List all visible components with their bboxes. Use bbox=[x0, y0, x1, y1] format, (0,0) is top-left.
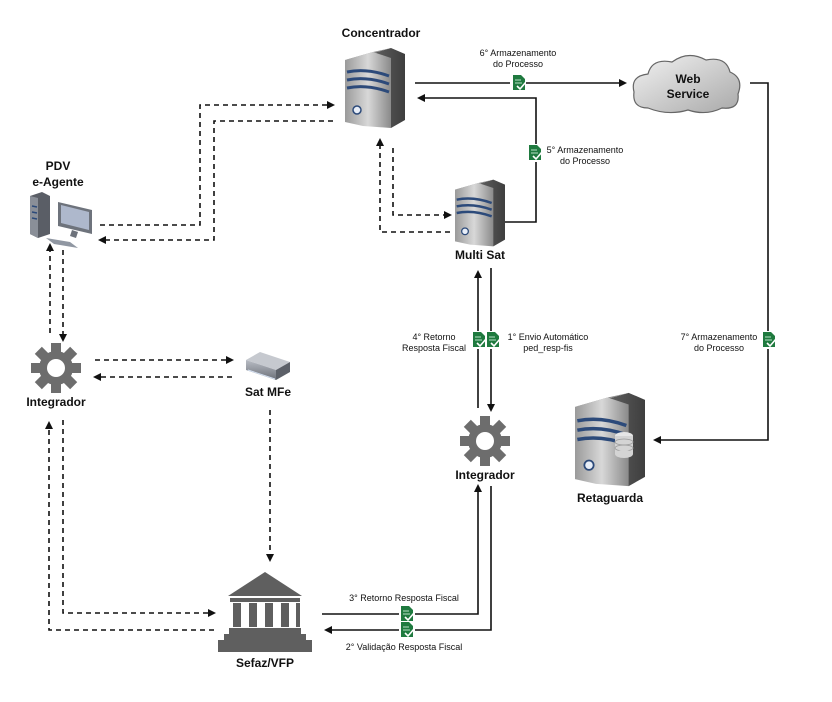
step-7-annotation: 7° Armazenamento do Processo bbox=[681, 331, 777, 353]
node-integrador-left[interactable]: Integrador bbox=[26, 343, 86, 409]
step-6-annotation: 6° Armazenamento do Processo bbox=[480, 48, 557, 92]
node-retaguarda[interactable]: Retaguarda bbox=[575, 392, 645, 505]
pdv-label-line2: e-Agente bbox=[32, 175, 84, 189]
multisat-label: Multi Sat bbox=[455, 248, 505, 262]
sefaz-label: Sefaz/VFP bbox=[236, 656, 294, 670]
connector-concentrador-to-pdv bbox=[98, 120, 333, 244]
step-5-label-line2: do Processo bbox=[560, 156, 610, 166]
node-multisat[interactable]: Multi Sat bbox=[455, 178, 505, 262]
integrador-center-label: Integrador bbox=[455, 468, 515, 482]
step-7-label-line1: 7° Armazenamento bbox=[681, 332, 758, 342]
step-1-annotation: 1° Envio Automático ped_resp-fis bbox=[485, 331, 588, 353]
step-2-label: 2° Validação Resposta Fiscal bbox=[346, 642, 463, 652]
step-4-label-line2: Resposta Fiscal bbox=[402, 343, 466, 353]
web-service-label-line2: Service bbox=[667, 87, 710, 101]
step-3-annotation: 3° Retorno Resposta Fiscal bbox=[349, 593, 459, 623]
step-2-annotation: 2° Validação Resposta Fiscal bbox=[346, 622, 463, 652]
government-building-icon bbox=[218, 572, 312, 652]
connector-sefaz-to-integrador bbox=[45, 421, 214, 631]
step-1-label-line1: 1° Envio Automático bbox=[508, 332, 589, 342]
connector-sefaz-to-integrador-center bbox=[322, 484, 482, 615]
step-6-label-line1: 6° Armazenamento bbox=[480, 48, 557, 58]
concentrador-label: Concentrador bbox=[342, 26, 421, 40]
gear-icon bbox=[460, 416, 510, 466]
integrador-left-label: Integrador bbox=[26, 395, 86, 409]
gear-icon bbox=[31, 343, 81, 393]
step-5-label-line1: 5° Armazenamento bbox=[547, 145, 624, 155]
connector-integrador-center-to-sefaz bbox=[324, 486, 492, 634]
step-1-label-line2: ped_resp-fis bbox=[523, 343, 573, 353]
node-sat-mfe[interactable]: Sat MFe bbox=[245, 352, 291, 399]
step-4-label-line1: 4° Retorno bbox=[412, 332, 455, 342]
step-3-label: 3° Retorno Resposta Fiscal bbox=[349, 593, 459, 603]
node-pdv[interactable]: PDV e-Agente bbox=[30, 159, 92, 248]
node-sefaz[interactable]: Sefaz/VFP bbox=[218, 572, 312, 670]
server-icon bbox=[345, 48, 405, 128]
connector-webservice-to-retaguarda bbox=[653, 82, 769, 444]
node-web-service[interactable]: Web Service bbox=[632, 54, 741, 114]
connector-integrador-to-sefaz bbox=[62, 420, 216, 617]
connector-pdv-to-concentrador bbox=[100, 101, 335, 226]
cloud-icon bbox=[632, 54, 741, 114]
connector-concentrador-to-multisat bbox=[392, 148, 452, 219]
step-7-label-line2: do Processo bbox=[694, 343, 744, 353]
pdv-label-line1: PDV bbox=[46, 159, 71, 173]
node-concentrador[interactable]: Concentrador bbox=[342, 26, 421, 128]
server-icon bbox=[455, 178, 505, 248]
device-icon bbox=[246, 352, 290, 380]
connector-multisat-to-concentrador-dashed bbox=[376, 138, 450, 233]
node-integrador-center[interactable]: Integrador bbox=[455, 416, 515, 482]
step-4-annotation: 4° Retorno Resposta Fiscal bbox=[402, 331, 486, 353]
sat-mfe-label: Sat MFe bbox=[245, 385, 291, 399]
step-6-label-line2: do Processo bbox=[493, 59, 543, 69]
step-5-annotation: 5° Armazenamento do Processo bbox=[527, 144, 623, 166]
database-icon bbox=[614, 432, 634, 458]
desktop-computer-icon bbox=[30, 192, 92, 248]
database-server-icon bbox=[575, 392, 645, 487]
retaguarda-label: Retaguarda bbox=[577, 491, 643, 505]
web-service-label-line1: Web bbox=[675, 72, 700, 86]
